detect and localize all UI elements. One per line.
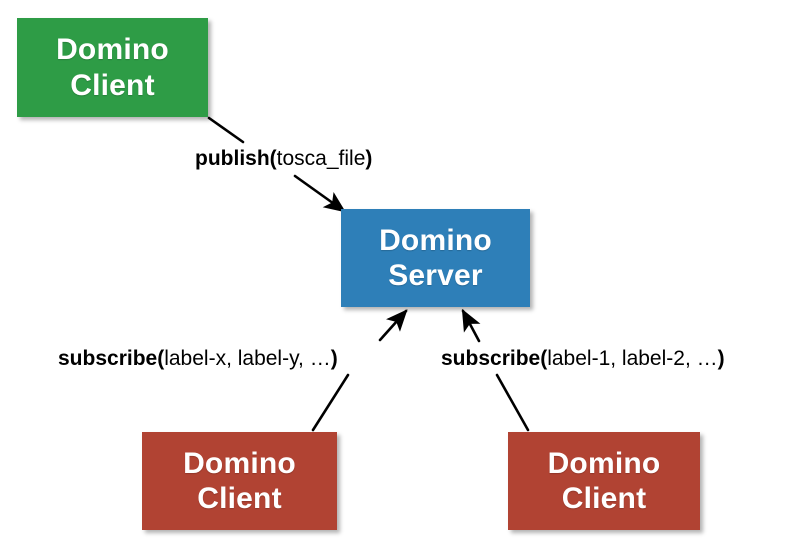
node-label-line2: Client [70,68,155,102]
edge-subscribe-2-segment-upper [461,308,481,343]
node-label-line1: Domino [56,33,169,67]
edge-subscribe-1-segment-upper [378,309,408,342]
edge-label-close: ) [365,147,373,170]
node-domino-server[interactable]: Domino Server [341,209,530,307]
edge-label-call: subscribe( [58,347,165,370]
edge-label-close: ) [717,347,725,370]
edge-subscribe-1 [311,309,408,432]
edge-label-subscribe-2: subscribe(label-1, label-2, …) [441,348,725,369]
edge-label-args: tosca_file [276,147,366,170]
edge-publish-segment-lower [293,174,346,213]
edge-label-close: ) [330,347,338,370]
node-domino-client-left[interactable]: Domino Client [142,432,337,530]
edge-label-subscribe-1: subscribe(label-x, label-y, …) [58,348,338,369]
node-label-line1: Domino [547,446,661,480]
edge-subscribe-2 [461,308,530,432]
edge-subscribe-1-segment-lower [311,373,350,432]
node-label-line2: Client [197,482,282,515]
node-label-line2: Server [388,259,483,292]
node-domino-client-right[interactable]: Domino Client [508,432,700,530]
edge-label-call: subscribe( [441,347,548,370]
node-label-line2: Client [561,482,647,515]
node-label-line1: Domino [183,446,296,480]
edge-subscribe-2-segment-lower [495,373,530,432]
edge-label-publish: publish(tosca_file) [195,148,372,169]
edge-label-call: publish( [195,147,277,170]
edge-publish-segment-upper [207,116,245,144]
edge-label-args: label-x, label-y, … [164,347,331,370]
node-label-line1: Domino [379,223,492,257]
edge-label-args: label-1, label-2, … [547,347,718,370]
node-domino-client-top[interactable]: Domino Client [17,18,208,117]
